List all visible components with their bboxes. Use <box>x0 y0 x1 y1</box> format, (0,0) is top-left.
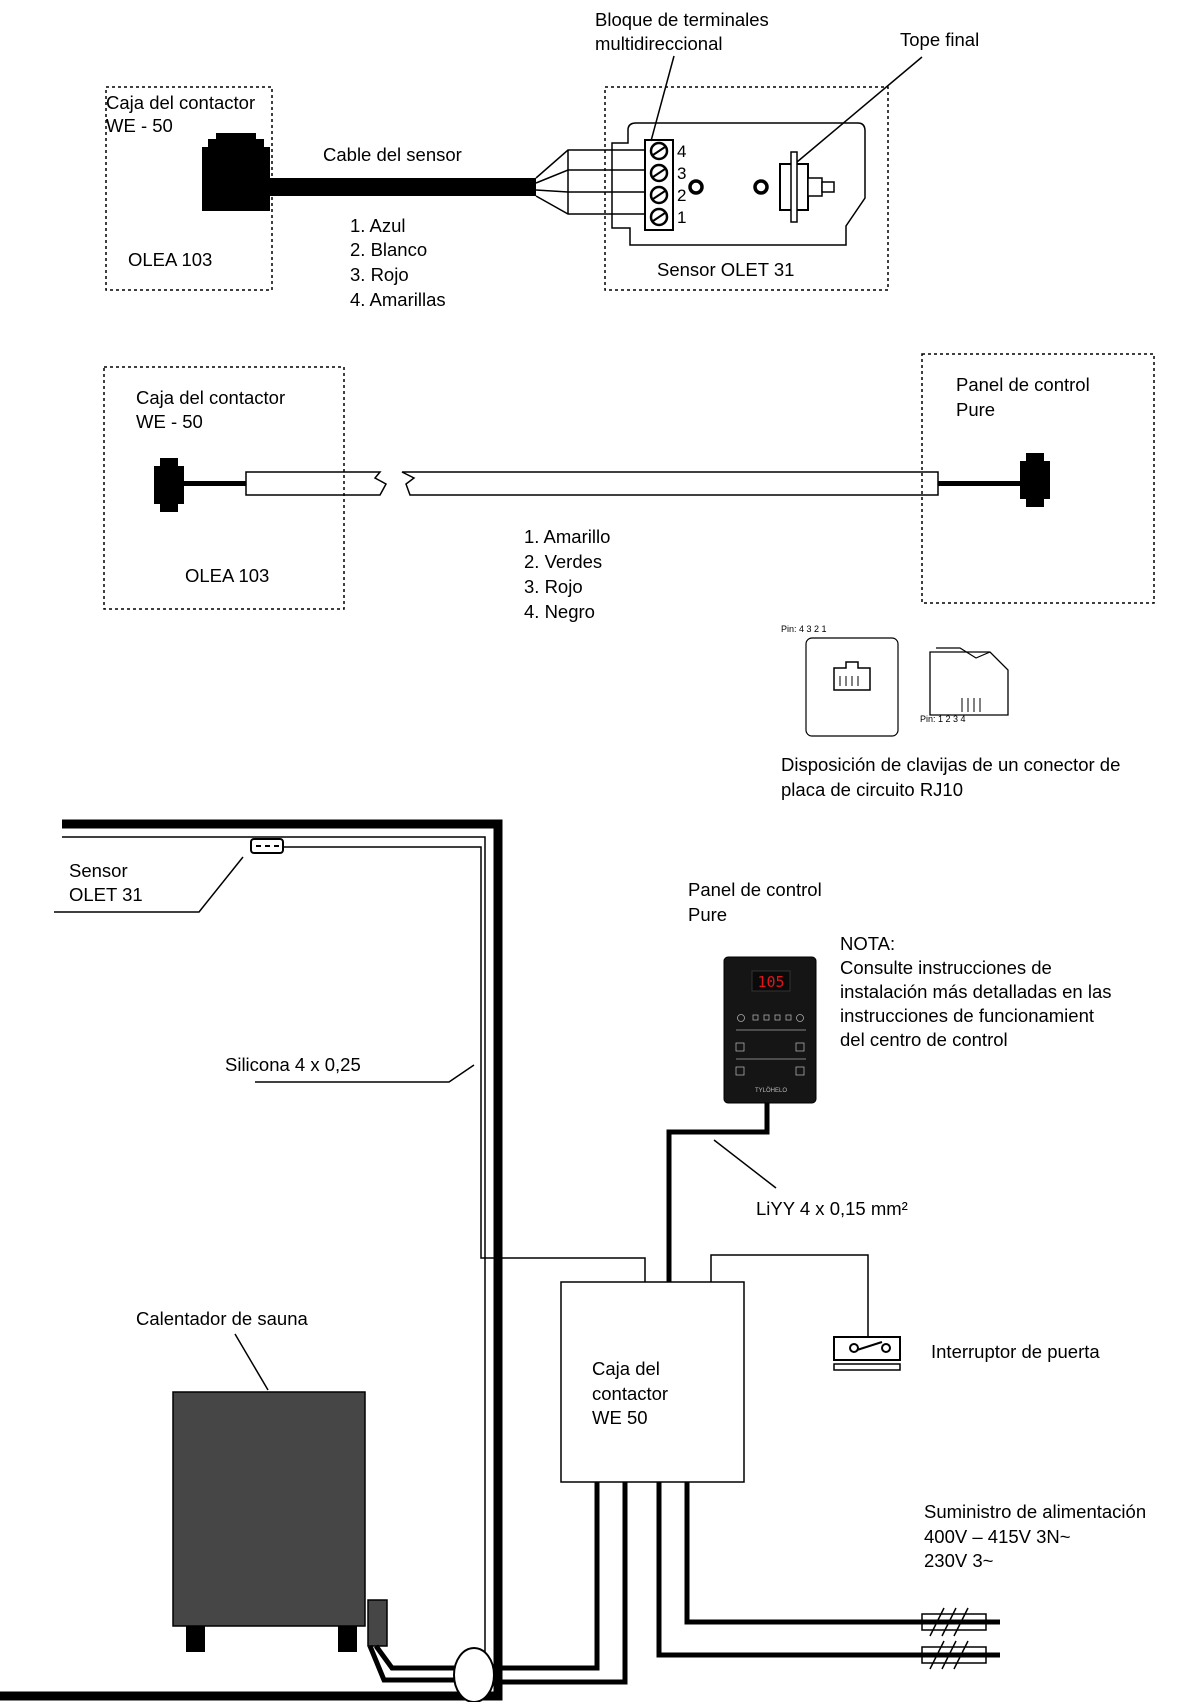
sensor-olet31-label: Sensor OLET 31 <box>657 259 794 280</box>
top-sensor-box <box>604 86 889 291</box>
top-sensor-wiring: Caja del contactor WE - 50 OLEA 103 Cabl… <box>105 9 979 310</box>
bottom-installation: Sensor OLET 31 Silicona 4 x 0,25 Panel d… <box>0 819 1146 1702</box>
middle-panel-wiring: Caja del contactor WE - 50 OLEA 103 Pane… <box>103 353 1155 800</box>
rj10-caption-1: Disposición de clavijas de un conector d… <box>781 754 1120 775</box>
sauna-heater <box>172 1391 388 1652</box>
top-contactor-box <box>105 86 273 291</box>
terminal-number-3: 3 <box>677 164 686 183</box>
heater-label: Calentador de sauna <box>136 1308 308 1329</box>
heater-leader <box>234 1333 269 1391</box>
sauna-wall-inner <box>62 836 486 1696</box>
top-sensor-cable <box>270 178 536 196</box>
middle-right-rj-plug-icon <box>1020 453 1050 507</box>
note-line-1: NOTA: <box>840 933 895 954</box>
power-cable-1 <box>656 1482 1000 1658</box>
top-wire-color-3: 3. Rojo <box>350 264 409 285</box>
bottom-sensor-label-1: Sensor <box>69 860 128 881</box>
middle-panel-box <box>921 353 1155 604</box>
end-stop-label: Tope final <box>900 29 979 50</box>
middle-cable-with-break <box>245 471 939 496</box>
power-supply-label-1: Suministro de alimentación <box>924 1501 1146 1522</box>
note-line-5: del centro de control <box>840 1029 1008 1050</box>
middle-left-rj-plug-icon <box>154 458 184 512</box>
heater-cable-1 <box>373 1644 456 1671</box>
ceiling-sensor-icon <box>250 838 284 854</box>
note-line-2: Consulte instrucciones de <box>840 957 1052 978</box>
middle-contactor-box <box>103 366 345 610</box>
end-stop-leader <box>796 56 923 163</box>
door-switch-label: Interruptor de puerta <box>931 1341 1100 1362</box>
cable-gland <box>453 1647 495 1702</box>
door-switch-icon <box>833 1336 901 1371</box>
middle-panel-title-2: Pure <box>956 399 995 420</box>
silicone-cable <box>283 846 646 1282</box>
panel-brand: TYLÖHELO <box>755 1087 787 1094</box>
rj10-plug-icon <box>929 647 1009 716</box>
top-rj-jack-icon <box>202 133 270 211</box>
silicone-cable-leader <box>255 1064 475 1083</box>
heater-cable-2 <box>367 1645 456 1683</box>
rj10-pin-label-top: Pin: 4 3 2 1 <box>781 624 827 634</box>
terminal-block-leader <box>650 55 675 142</box>
heater-cable-4 <box>494 1482 628 1685</box>
note-line-3: instalación más detalladas en las <box>840 981 1112 1002</box>
bottom-sensor-label-2: OLET 31 <box>69 884 143 905</box>
terminal-block-label-1: Bloque de terminales <box>595 9 769 30</box>
middle-wire-color-2: 2. Verdes <box>524 551 602 572</box>
liyy-leader <box>713 1139 777 1189</box>
terminal-screws <box>649 141 669 227</box>
rj10-pin-label-bottom: Pin: 1 2 3 4 <box>920 714 966 724</box>
middle-panel-title-1: Panel de control <box>956 374 1090 395</box>
power-cable-hatch-marks <box>921 1607 987 1670</box>
rj10-pinout-image: Pin: 4 3 2 1 Pin: 1 2 3 4 <box>781 624 1009 737</box>
liyy-cable-label: LiYY 4 x 0,15 mm² <box>756 1198 908 1219</box>
rj10-caption-2: placa de circuito RJ10 <box>781 779 963 800</box>
top-wire-color-4: 4. Amarillas <box>350 289 446 310</box>
sensor-cable-wires <box>535 149 645 215</box>
top-contactor-box-title-2: WE - 50 <box>106 115 173 136</box>
top-contactor-box-model: OLEA 103 <box>128 249 212 270</box>
note-line-4: instrucciones de funcionamient <box>840 1005 1094 1026</box>
middle-contactor-box-model: OLEA 103 <box>185 565 269 586</box>
middle-contactor-box-title-1: Caja del contactor <box>136 387 285 408</box>
bottom-contactor-box <box>560 1281 745 1483</box>
door-switch-cable <box>710 1254 869 1338</box>
bottom-contactor-box-3: WE 50 <box>592 1407 648 1428</box>
mounting-hole-right <box>753 179 769 195</box>
panel-display: 105 <box>757 973 784 991</box>
power-supply-label-3: 230V 3~ <box>924 1550 993 1571</box>
middle-wire-color-4: 4. Negro <box>524 601 595 622</box>
bottom-contactor-box-2: contactor <box>592 1383 668 1404</box>
top-contactor-box-title-1: Caja del contactor <box>106 92 255 113</box>
panel-cable <box>666 1103 770 1282</box>
terminal-block-label-2: multidireccional <box>595 33 723 54</box>
silicone-cable-label: Silicona 4 x 0,25 <box>225 1054 361 1075</box>
bottom-contactor-box-1: Caja del <box>592 1358 660 1379</box>
control-panel-device: 105 TYLÖHELO <box>723 956 817 1104</box>
middle-wire-color-1: 1. Amarillo <box>524 526 610 547</box>
terminal-number-2: 2 <box>677 186 686 205</box>
bottom-panel-title-2: Pure <box>688 904 727 925</box>
terminal-number-1: 1 <box>677 208 686 227</box>
sauna-wall-outer <box>0 819 503 1701</box>
bottom-panel-title-1: Panel de control <box>688 879 822 900</box>
top-wire-color-2: 2. Blanco <box>350 239 427 260</box>
sensor-cable-label: Cable del sensor <box>323 144 462 165</box>
heater-cable-3 <box>494 1482 600 1671</box>
end-stop-component <box>779 151 835 223</box>
terminal-number-4: 4 <box>677 142 686 161</box>
sensor-leader <box>54 856 244 913</box>
middle-contactor-box-title-2: WE - 50 <box>136 411 203 432</box>
mounting-hole-left <box>688 179 704 195</box>
top-wire-color-1: 1. Azul <box>350 215 406 236</box>
power-supply-label-2: 400V – 415V 3N~ <box>924 1526 1071 1547</box>
power-cable-2 <box>684 1482 1000 1625</box>
sensor-body <box>611 122 866 246</box>
middle-wire-color-3: 3. Rojo <box>524 576 583 597</box>
